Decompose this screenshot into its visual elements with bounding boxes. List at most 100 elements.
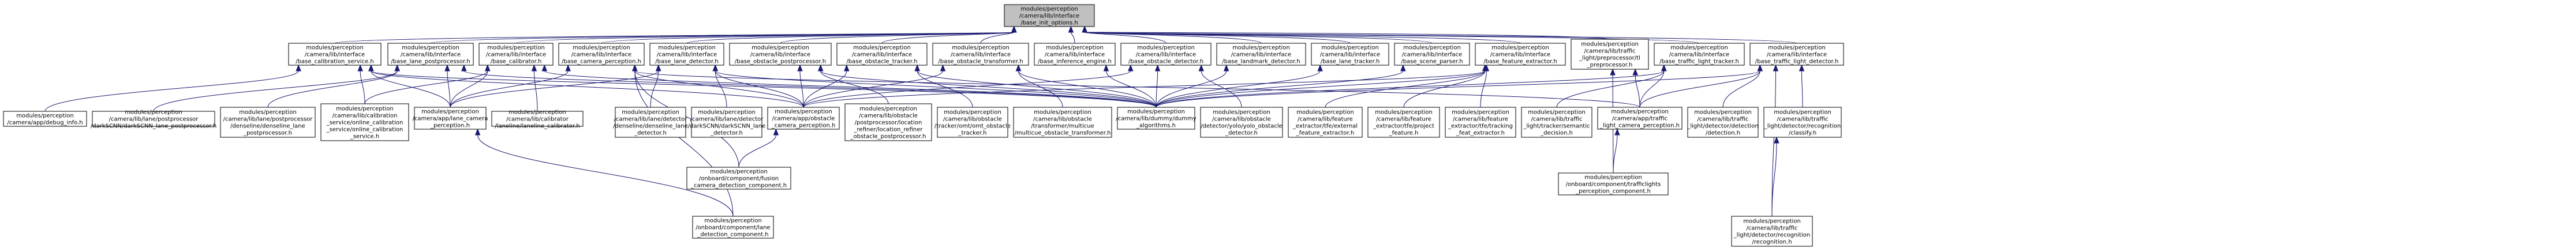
graph-node-lane-trk[interactable]: modules/perception/camera/lib/interface/… [1311,43,1389,66]
edge-arrowhead [394,64,400,72]
node-label-line: modules/perception [658,45,716,51]
graph-node-calibrator[interactable]: modules/perception/camera/lib/interface/… [478,43,554,66]
node-label-line: modules/perception [509,110,566,116]
node-label-line: modules/perception [1232,45,1290,51]
graph-node-lane-det[interactable]: modules/perception/camera/lib/interface/… [649,43,724,66]
graph-node-tl-recognition[interactable]: modules/perception/camera/lib/traffic_li… [1731,216,1813,247]
graph-node-lmk-det[interactable]: modules/perception/camera/lib/interface/… [1216,43,1306,66]
node-label-line: /camera/lib/interface [657,52,717,58]
node-label-line: /multicue_obstacle_transformer.h [1015,130,1111,137]
edge-lane-det-comp-to-lane-cam-perc [474,128,734,217]
graph-node-inf-eng[interactable]: modules/perception/camera/lib/interface/… [1034,43,1116,66]
edge-arrowhead [1661,64,1667,72]
graph-node-obs-det[interactable]: modules/perception/camera/lib/interface/… [1120,43,1212,66]
graph-node-root[interactable]: modules/perception/camera/lib/interface/… [1004,4,1095,27]
edge-arrowhead [1015,64,1022,72]
graph-node-feat-ext[interactable]: modules/perception/camera/lib/interface/… [1475,43,1566,66]
node-label-line: /camera/lib/obstacle [1212,116,1271,123]
graph-node-debug-info[interactable]: modules/perception/camera/app/debug_info… [3,111,87,127]
node-label-line: _light/detector/recognition [1764,123,1841,130]
node-label-line: /detector/yolo/yolo_obstacle [1201,123,1282,130]
node-label-line: modules/perception [1375,110,1433,116]
node-box [844,103,932,141]
edge-obs-tf-to-root [980,25,1017,44]
node-label-line: modules/perception [1491,45,1549,51]
node-label-line: modules/perception [1020,6,1078,13]
node-label-line: modules/perception [1452,110,1509,116]
node-label-line: _light/detector/detection [1687,123,1758,130]
graph-node-calib-svc[interactable]: modules/perception/camera/lib/interface/… [288,43,382,66]
graph-node-loc-refiner[interactable]: modules/perception/camera/lib/obstacle/p… [844,103,932,141]
node-label-line: /darkSCNN/darkSCNN_lane_postprocessor.h [91,123,216,130]
edge-line [1156,70,1665,108]
graph-node-external-feat[interactable]: modules/perception/camera/lib/feature_ex… [1288,107,1363,138]
edge-tl-classify-to-tl-detector [1799,64,1805,108]
edge-line [1084,32,1167,44]
edge-laneline-calib-to-calibrator [531,64,538,112]
graph-node-online-calib-svc[interactable]: modules/perception/camera/lib/calibratio… [320,103,409,141]
graph-node-lane-det-comp[interactable]: modules/perception/onboard/component/lan… [692,216,774,239]
node-label-line: /base_lane_tracker.h [1321,59,1380,65]
node-label-line: /camera/lib/calibration [332,113,398,119]
graph-node-dummy-alg[interactable]: modules/perception/camera/lib/dummy/dumm… [1116,107,1197,130]
graph-node-cam-perc[interactable]: modules/perception/camera/lib/interface/… [558,43,645,66]
graph-node-tl-classify[interactable]: modules/perception/camera/lib/traffic_li… [1763,107,1842,138]
node-label-line: /postprocessor/location [855,120,922,126]
graph-node-lane-pp[interactable]: modules/perception/camera/lib/interface/… [387,43,474,66]
graph-node-denseline-det[interactable]: modules/perception/camera/lib/lane/detec… [613,107,688,138]
graph-node-multicue[interactable]: modules/perception/camera/lib/obstacle/t… [1013,107,1112,138]
node-box [3,111,87,127]
edge-line [803,70,1131,108]
edge-dummy-alg-to-obs-tf [1015,64,1157,108]
graph-node-omt-tracker[interactable]: modules/perception/camera/lib/obstacle/t… [934,107,1011,138]
edge-line [1613,134,1618,174]
node-label-line: modules/perception [859,106,917,112]
node-label-line: /camera/lib/interface [1045,52,1105,58]
graph-node-project-feat[interactable]: modules/perception/camera/lib/feature_ex… [1367,107,1440,138]
graph-node-tl-detector[interactable]: modules/perception/camera/lib/interface/… [1749,43,1844,66]
node-label-line: modules/perception [853,45,911,51]
graph-node-tl-cam-perc[interactable]: modules/perception/camera/app/traffic_li… [1597,107,1683,130]
edge-obs-cam-perc-to-obs-trk [803,64,850,108]
node-label-line: _detector.h [634,130,667,137]
graph-node-tl-semantic[interactable]: modules/perception/camera/lib/traffic_li… [1521,107,1592,138]
edge-arrowhead [1154,64,1161,72]
edge-line [1639,70,1760,108]
edge-arrowhead [773,128,779,136]
graph-node-darkscnn-pp[interactable]: modules/perception/camera/lib/lane/postp… [91,110,216,130]
graph-node-yolo-det[interactable]: modules/perception/camera/lib/obstacle/d… [1200,107,1283,138]
graph-node-scene-parser[interactable]: modules/perception/camera/lib/interface/… [1394,43,1470,66]
edge-line [371,70,804,108]
graph-node-obs-tf[interactable]: modules/perception/camera/lib/interface/… [932,43,1029,66]
graph-node-denseline-pp[interactable]: modules/perception/camera/lib/lane/postp… [220,107,316,138]
node-label-line: _preprocessor.h [1587,62,1633,69]
edge-line [544,70,1157,108]
node-box [1654,43,1745,66]
edge-line [1201,70,1242,108]
edge-line [477,134,734,217]
edge-arrowhead [474,128,481,136]
edge-line [634,70,739,168]
edge-obs-cam-perc-to-obs-pp [797,64,804,108]
graph-node-darkscnn-det[interactable]: modules/perception/camera/lib/lane/detec… [688,107,765,138]
graph-node-tl-preproc[interactable]: modules/perception/camera/lib/traffic_li… [1571,39,1649,70]
edge-line [1018,70,1157,108]
node-label-line: modules/perception [1743,219,1801,225]
node-label-line: /denseline/denseline_lane [613,123,688,130]
graph-node-tl-detection[interactable]: modules/perception/camera/lib/traffic_li… [1687,107,1759,138]
edge-line [447,70,451,108]
node-label-line: /camera/lib/interface [305,52,365,58]
node-box [558,43,645,66]
graph-node-obs-pp[interactable]: modules/perception/camera/lib/interface/… [729,43,832,66]
graph-node-laneline-calib[interactable]: modules/perception/camera/lib/calibrator… [491,110,584,130]
edge-line [820,70,889,104]
edge-dummy-alg-to-lane-trk [1156,64,1323,108]
graph-node-obs-trk[interactable]: modules/perception/camera/lib/interface/… [836,43,928,66]
graph-node-lane-cam-perc[interactable]: modules/perception/camera/app/lane_camer… [413,107,488,130]
graph-node-trafficlights-comp[interactable]: modules/perception/onboard/component/tra… [1558,172,1669,195]
graph-node-tl-tracker[interactable]: modules/perception/camera/lib/interface/… [1654,43,1745,66]
graph-node-fusion-comp[interactable]: modules/perception/onboard/component/fus… [686,167,791,190]
node-box [932,43,1029,66]
graph-node-tracking-feat[interactable]: modules/perception/camera/lib/feature_ex… [1445,107,1516,138]
graph-node-obs-cam-perc[interactable]: modules/perception/camera/app/obstacle_c… [767,107,840,130]
